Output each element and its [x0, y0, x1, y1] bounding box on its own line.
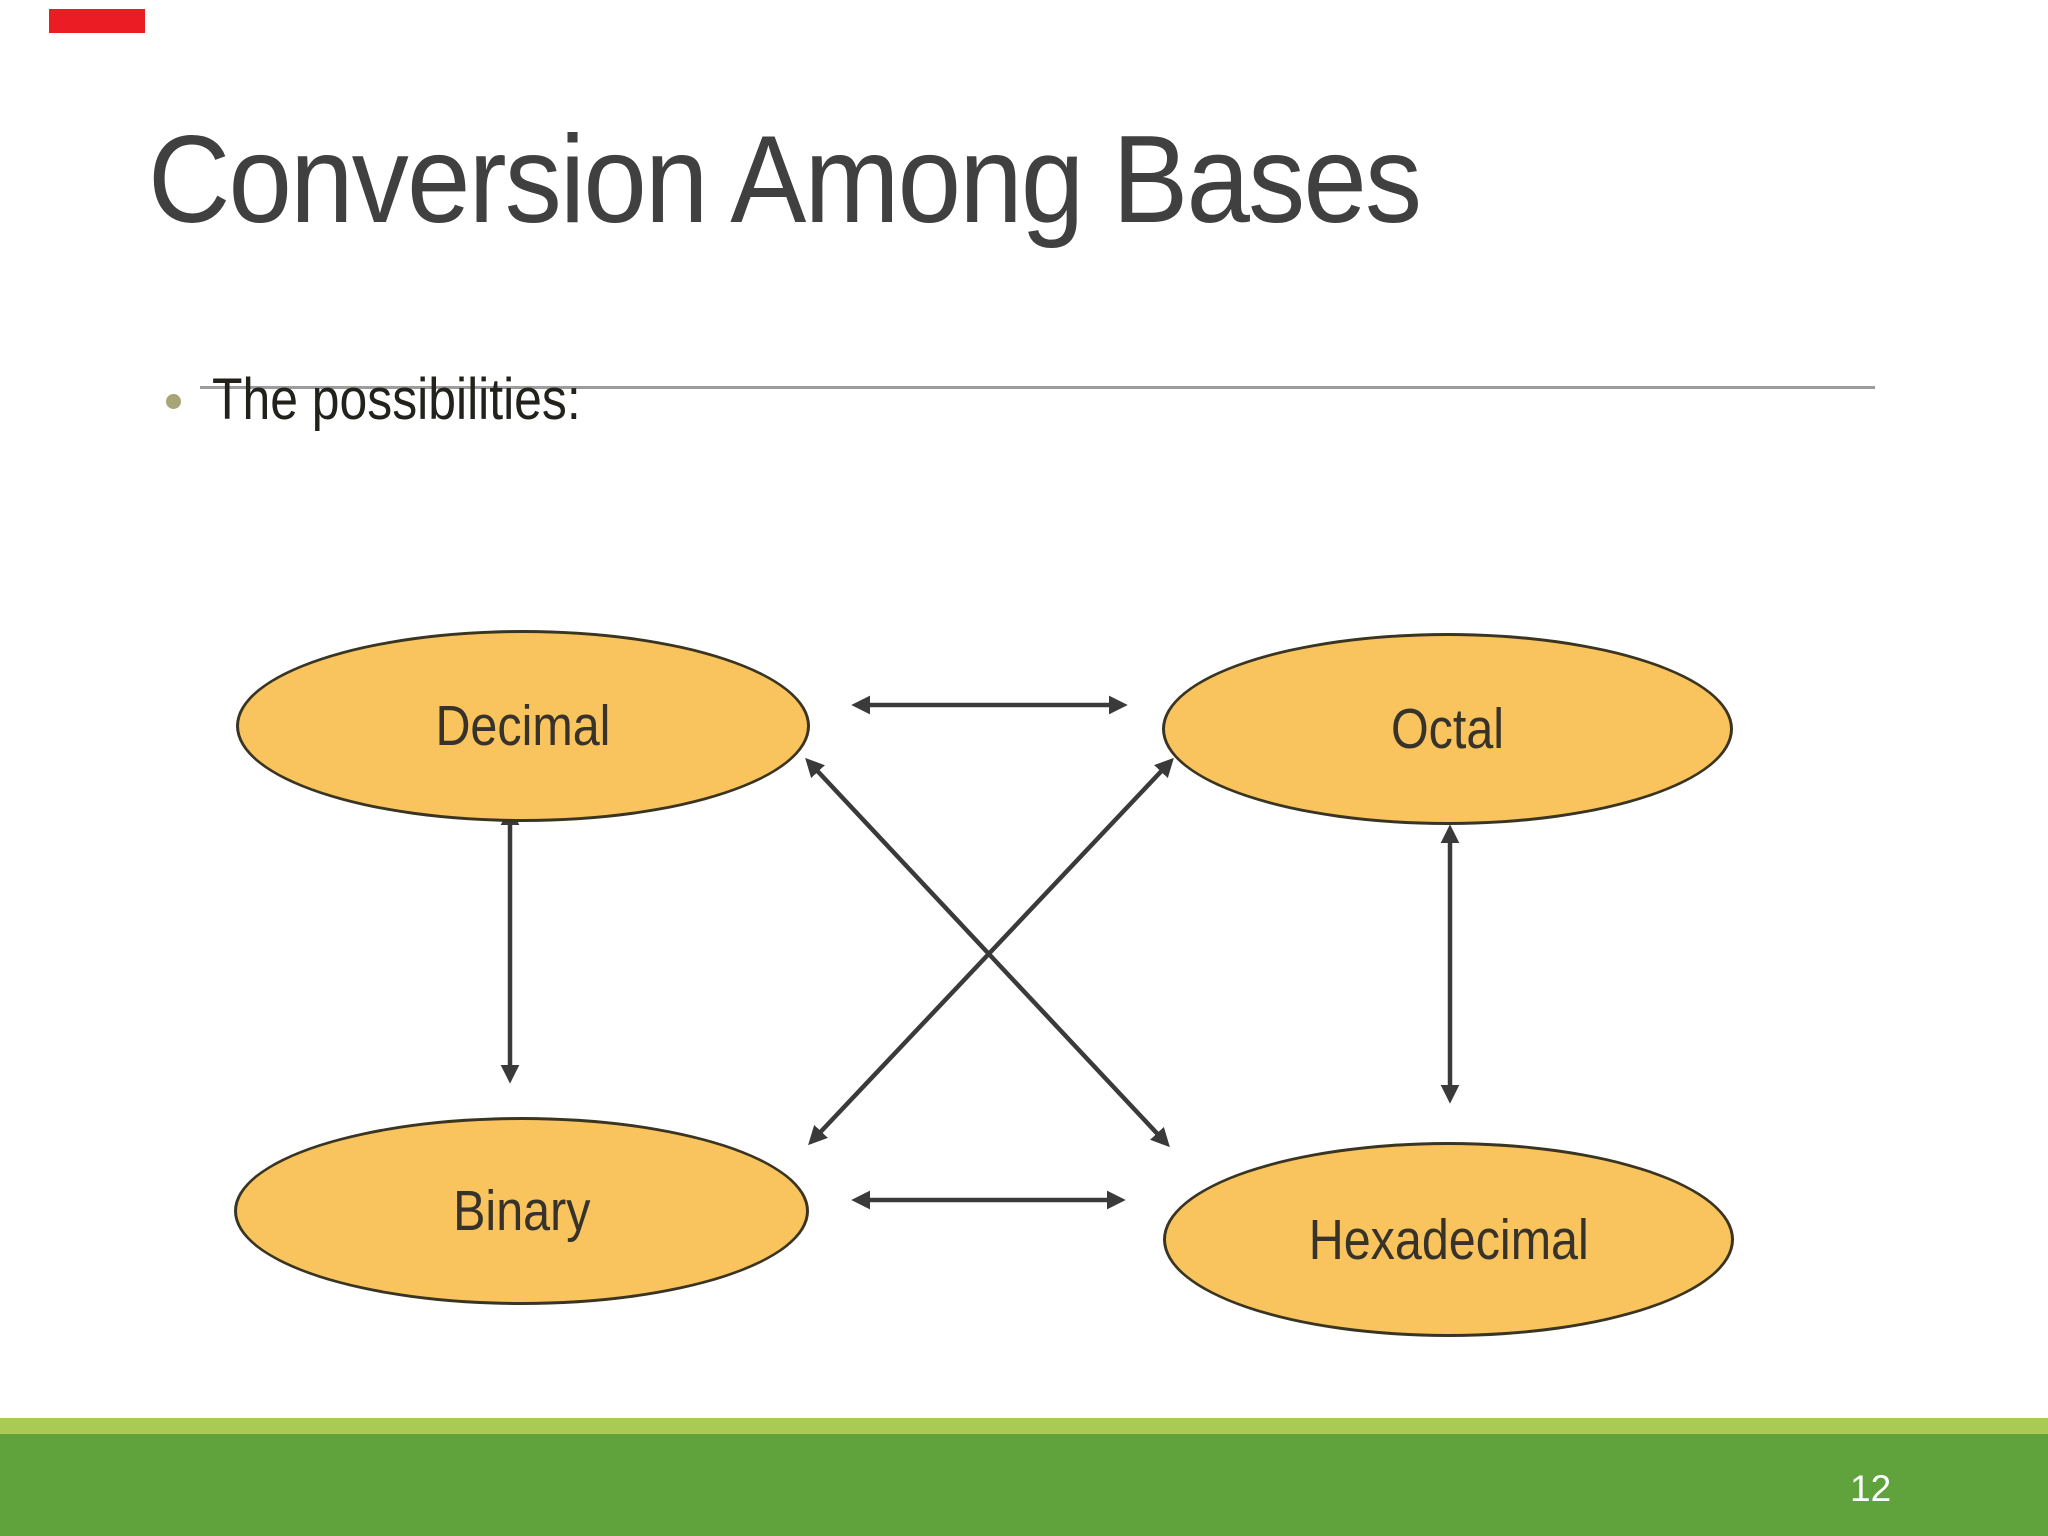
edge-decimal-hexadecimal [805, 757, 1170, 1148]
footer-bar [0, 1434, 2048, 1536]
node-hexadecimal: Hexadecimal [1163, 1142, 1734, 1337]
node-decimal: Decimal [236, 630, 810, 822]
node-hexadecimal-label: Hexadecimal [1308, 1207, 1589, 1272]
node-binary: Binary [234, 1117, 809, 1305]
slide-title: Conversion Among Bases [148, 111, 1422, 249]
node-decimal-label: Decimal [435, 694, 611, 758]
divider-line [200, 386, 1875, 389]
red-logo-marker [49, 9, 145, 33]
node-octal-label: Octal [1390, 697, 1505, 761]
page-number: 12 [1850, 1468, 1892, 1509]
node-octal: Octal [1162, 633, 1733, 825]
node-binary-label: Binary [452, 1179, 591, 1243]
edge-octal-binary [808, 757, 1174, 1146]
footer-accent-strip [0, 1418, 2048, 1434]
bullet-text: The possibilities: [212, 367, 581, 432]
bullet-dot-icon [166, 394, 181, 409]
